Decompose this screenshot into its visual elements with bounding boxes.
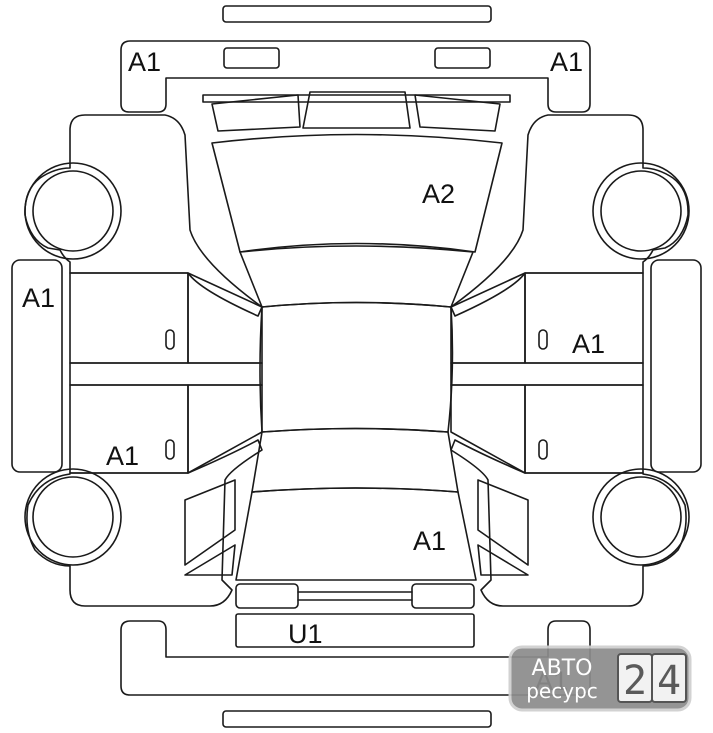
left-front-handle bbox=[165, 329, 175, 350]
left-rear-fender bbox=[26, 439, 263, 607]
left-rear-handle bbox=[165, 439, 175, 460]
right-rear-fender bbox=[450, 439, 687, 607]
rear-left-wheel-outer bbox=[24, 468, 122, 566]
left-rear-quarter-glass bbox=[184, 479, 236, 566]
front-right-wheel-outer bbox=[592, 162, 690, 260]
right-rear-quarter-glass bbox=[477, 479, 529, 566]
left-side-sill bbox=[11, 259, 63, 473]
front-right-quarter-glass bbox=[414, 94, 501, 132]
left-front-fender bbox=[24, 114, 263, 317]
grade-left-rear-door: A1 bbox=[106, 441, 139, 471]
rear-right-wheel-inner bbox=[600, 476, 682, 558]
rear-left-lamp bbox=[235, 583, 299, 609]
rear-panel bbox=[235, 613, 475, 648]
windshield-panel bbox=[211, 133, 503, 253]
rear-garnish bbox=[297, 591, 413, 601]
trunk-lid bbox=[235, 487, 477, 581]
rear-bumper-bar bbox=[222, 710, 492, 728]
right-front-fender bbox=[450, 114, 689, 317]
right-rear-handle bbox=[538, 439, 548, 460]
grade-left-side: A1 bbox=[22, 283, 55, 313]
left-front-door-glass bbox=[187, 272, 263, 364]
left-rear-quarter-lower bbox=[184, 544, 236, 576]
logo-line1: АВТО bbox=[532, 656, 593, 681]
rear-window bbox=[251, 427, 459, 493]
front-left-quarter-glass bbox=[211, 94, 301, 132]
cowl-strip bbox=[202, 94, 511, 103]
right-center-pillar bbox=[450, 362, 644, 386]
rear-right-lamp bbox=[411, 583, 475, 609]
grade-front-left-bumper: A1 bbox=[128, 47, 161, 77]
right-front-handle bbox=[538, 329, 548, 350]
right-front-door-glass bbox=[450, 272, 526, 364]
grade-windshield: A2 bbox=[422, 179, 455, 209]
front-left-wheel-outer bbox=[24, 162, 122, 260]
rear-left-wheel-inner bbox=[32, 476, 114, 558]
rear-bumper bbox=[120, 620, 591, 696]
front-right-lamp bbox=[434, 47, 491, 69]
roof-panel bbox=[259, 301, 454, 433]
right-rear-door-glass bbox=[450, 384, 526, 474]
grade-trunk: A1 bbox=[413, 526, 446, 556]
logo-digit-1: 2 bbox=[623, 658, 647, 704]
hood-lower bbox=[239, 245, 474, 308]
avtoresurs-logo: АВТО ресурс 2 4 bbox=[508, 645, 692, 712]
front-bumper bbox=[120, 40, 591, 113]
front-left-wheel-inner bbox=[32, 170, 114, 252]
grade-front-right-bumper: A1 bbox=[550, 47, 583, 77]
left-center-pillar bbox=[69, 362, 263, 386]
right-rear-door bbox=[524, 384, 644, 474]
right-side-sill bbox=[650, 259, 702, 473]
rear-right-wheel-outer bbox=[592, 468, 690, 566]
front-left-lamp bbox=[223, 47, 280, 69]
front-center-glass bbox=[302, 91, 411, 129]
logo-digit-cell-2 bbox=[651, 653, 687, 703]
grade-right-front-door: A1 bbox=[572, 329, 605, 359]
right-rear-quarter-lower bbox=[477, 544, 529, 576]
logo-line2: ресурс bbox=[526, 679, 598, 703]
grade-rear-panel: U1 bbox=[288, 619, 323, 649]
logo-digit-2: 4 bbox=[657, 658, 681, 704]
front-right-wheel-inner bbox=[600, 170, 682, 252]
front-bumper-bar bbox=[222, 5, 492, 23]
left-rear-door-glass bbox=[187, 384, 263, 474]
